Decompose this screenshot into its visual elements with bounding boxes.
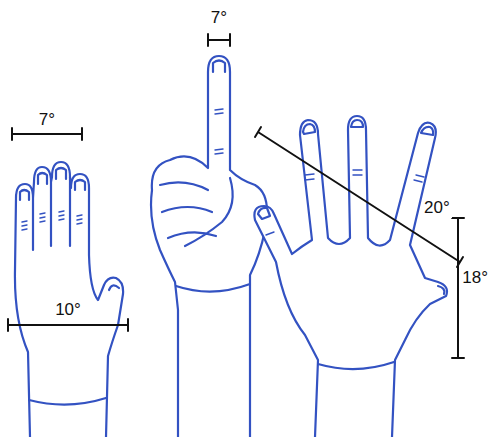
angle-label: 20° [422, 198, 452, 218]
finger-dimension [208, 34, 230, 46]
spread-hand [254, 116, 447, 437]
pointing-hand [151, 56, 267, 437]
height-dimension [452, 218, 464, 358]
angle-label: 18° [460, 268, 490, 288]
angle-label: 7° [37, 110, 57, 130]
angle-label: 7° [209, 8, 229, 28]
dimension-lines [8, 34, 464, 358]
span-dimension [255, 127, 463, 267]
flat-hand [15, 162, 123, 437]
angle-label: 10° [53, 300, 83, 320]
palm-dimension [8, 319, 128, 331]
